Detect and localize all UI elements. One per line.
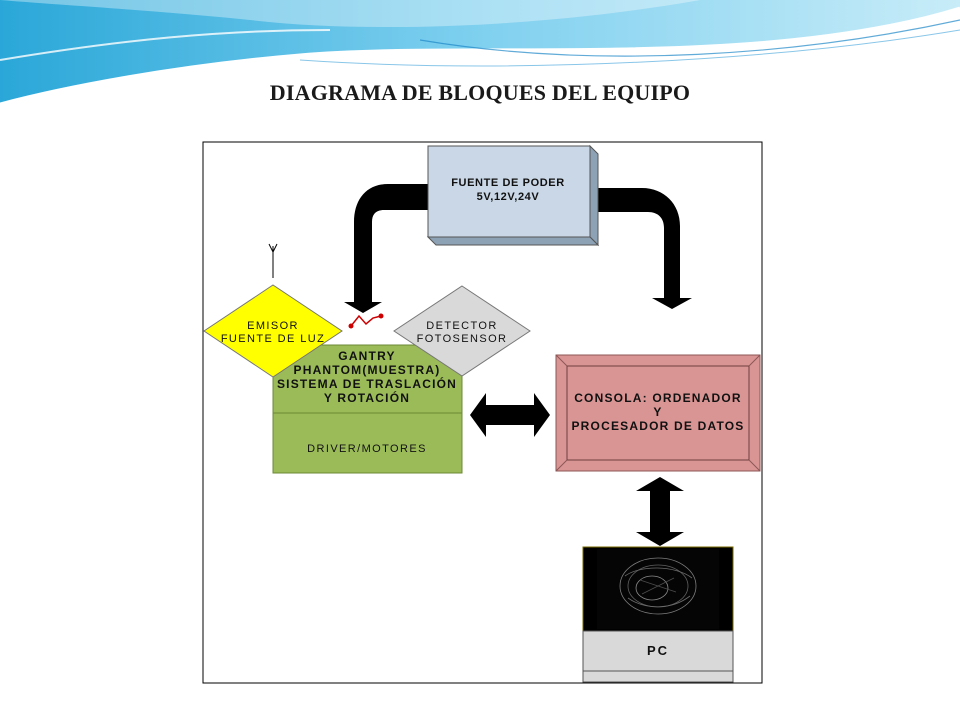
driver-label: DRIVER/MOTORES [307, 443, 427, 455]
pc-label: PC [647, 643, 669, 658]
console-label: CONSOLA: ORDENADOR [574, 391, 742, 405]
console-pc-double-arrow [636, 477, 684, 546]
rotation-label: Y ROTACIÓN [324, 390, 410, 405]
gantry-console-double-arrow [470, 393, 550, 437]
power-arrow-left [344, 184, 430, 313]
console-and-label: Y [653, 405, 662, 419]
light-signal-icon [348, 313, 384, 329]
diagram-frame [202, 141, 763, 684]
pc-block: PC [582, 546, 734, 683]
light-source-label: FUENTE DE LUZ [221, 333, 325, 345]
power-supply-block: FUENTE DE PODER 5V,12V,24V [426, 144, 600, 247]
phantom-label: PHANTOM(MUESTRA) [294, 363, 441, 377]
emitter-block: EMISOR FUENTE DE LUZ [203, 284, 343, 378]
power-supply-voltages: 5V,12V,24V [477, 191, 540, 203]
antenna-icon [268, 243, 278, 278]
translation-system-label: SISTEMA DE TRASLACIÓN [277, 376, 457, 391]
power-arrow-right [598, 188, 692, 309]
data-processor-label: PROCESADOR DE DATOS [571, 419, 744, 433]
power-supply-label: FUENTE DE PODER [451, 177, 565, 189]
detector-block: DETECTOR FOTOSENSOR [393, 285, 531, 377]
photosensor-label: FOTOSENSOR [417, 333, 508, 345]
page-title: DIAGRAMA DE BLOQUES DEL EQUIPO [269, 80, 691, 105]
detector-label: DETECTOR [426, 320, 498, 332]
gantry-block: GANTRY PHANTOM(MUESTRA) SISTEMA DE TRASL… [272, 344, 463, 474]
emitter-label: EMISOR [247, 320, 299, 332]
header-wave-decoration [0, 0, 960, 106]
gantry-label: GANTRY [338, 349, 395, 363]
console-block: CONSOLA: ORDENADOR Y PROCESADOR DE DATOS [555, 354, 761, 472]
ct-scan-image [619, 557, 697, 615]
